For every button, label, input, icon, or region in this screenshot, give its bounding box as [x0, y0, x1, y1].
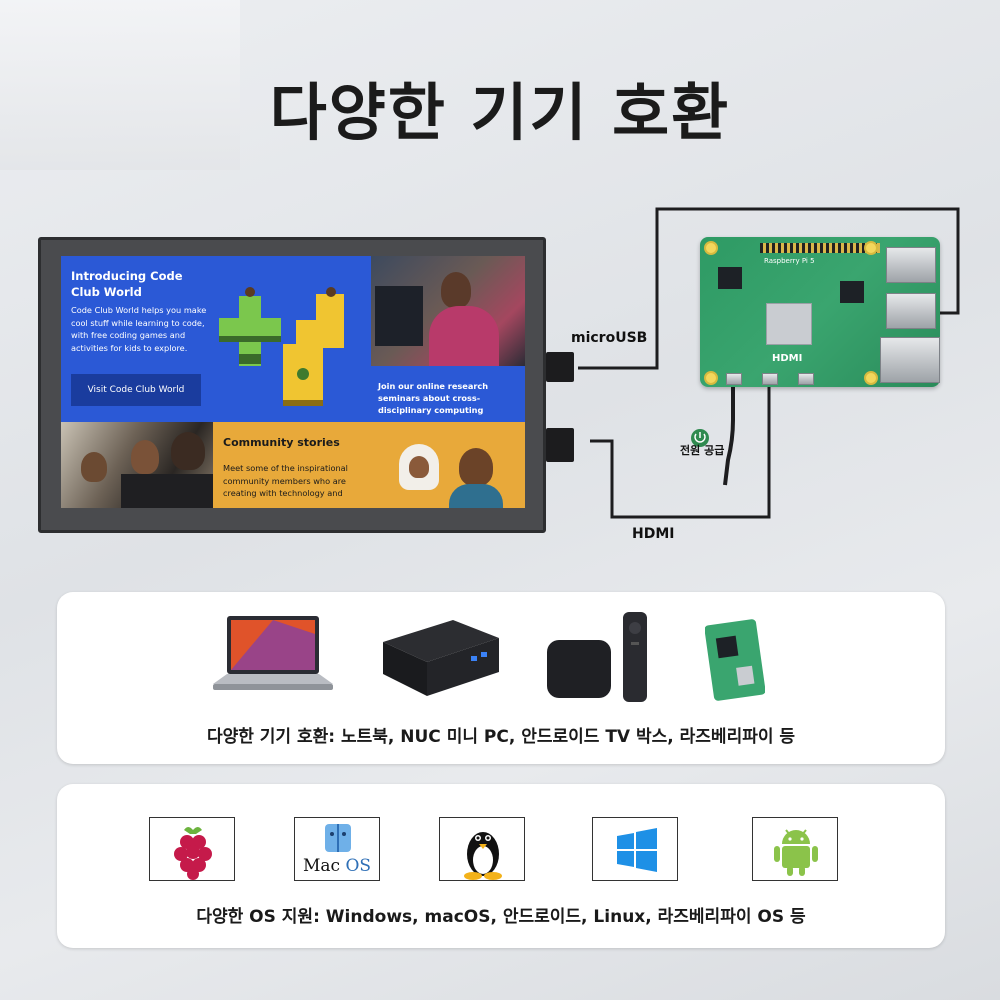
raspberry-pi-logo-icon — [174, 827, 212, 880]
usb-c-port — [726, 373, 742, 385]
hero-panel: Introducing Code Club World Code Club Wo… — [61, 256, 371, 422]
hdmi-label: HDMI — [632, 526, 675, 542]
raspberry-pi-os-logo — [149, 817, 235, 881]
hero-title: Introducing Code Club World — [71, 269, 183, 299]
micro-hdmi-port-1 — [762, 373, 778, 385]
board-brand-label: Raspberry Pi 5 — [764, 257, 815, 265]
soc-chip — [766, 303, 812, 345]
gpio-header — [760, 243, 880, 253]
community-description: Meet some of the inspirational community… — [223, 463, 348, 498]
raspberry-pi-board: Raspberry Pi 5 HDMI — [700, 237, 940, 387]
macos-logo-text: Mac OS — [302, 856, 372, 876]
monitor-screen: Introducing Code Club World Code Club Wo… — [61, 256, 525, 508]
windows-logo — [592, 817, 678, 881]
micro-hdmi-port-2 — [798, 373, 814, 385]
os-caption: 다양한 OS 지원: Windows, macOS, 안드로이드, Linux,… — [196, 907, 806, 927]
linux-logo — [439, 817, 525, 881]
microusb-label: microUSB — [571, 330, 648, 346]
portable-monitor: Introducing Code Club World Code Club Wo… — [38, 237, 574, 533]
macos-logo-icon — [325, 824, 351, 852]
research-panel: Join our online research seminars about … — [371, 366, 525, 422]
ethernet-port — [880, 337, 940, 383]
tv-box-icon — [547, 612, 647, 702]
android-logo — [752, 817, 838, 881]
page-title: 다양한 기기 호환 — [269, 76, 731, 149]
power-cable — [723, 387, 735, 486]
windows-logo-icon — [617, 828, 657, 872]
board-hdmi-label: HDMI — [772, 353, 803, 364]
usb-port-1 — [886, 247, 936, 283]
monitor-hdmi-port — [546, 428, 574, 462]
community-panel: Community stories Meet some of the inspi… — [213, 422, 525, 508]
community-title: Community stories — [223, 436, 340, 449]
visit-code-club-button[interactable]: Visit Code Club World — [71, 374, 201, 406]
classroom-photo — [61, 422, 213, 508]
nuc-mini-pc-icon — [383, 620, 499, 696]
game-blocks-illustration — [219, 287, 344, 406]
devices-caption: 다양한 기기 호환: 노트북, NUC 미니 PC, 안드로이드 TV 박스, … — [206, 727, 796, 747]
power-label: 전원 공급 — [680, 444, 725, 457]
cable-diagram — [578, 207, 960, 519]
monitor-usb-port — [546, 352, 574, 382]
research-photo — [371, 256, 525, 366]
android-logo-icon — [774, 829, 818, 876]
background-wall — [0, 0, 240, 170]
os-card: Mac OS — [57, 784, 945, 948]
hero-description: Code Club World helps you make cool stuf… — [71, 305, 207, 353]
usb-port-2 — [886, 293, 936, 329]
ram-chip — [840, 281, 864, 303]
linux-tux-icon — [464, 832, 502, 880]
devices-card: 다양한 기기 호환: 노트북, NUC 미니 PC, 안드로이드 TV 박스, … — [57, 592, 945, 764]
hdmi-cable — [590, 387, 771, 519]
macos-logo: Mac OS — [294, 817, 380, 881]
wifi-chip — [718, 267, 742, 289]
raspberry-pi-board-icon — [705, 619, 765, 701]
research-text: Join our online research seminars about … — [378, 381, 489, 415]
laptop-icon — [213, 616, 333, 690]
microusb-cable — [578, 207, 960, 370]
